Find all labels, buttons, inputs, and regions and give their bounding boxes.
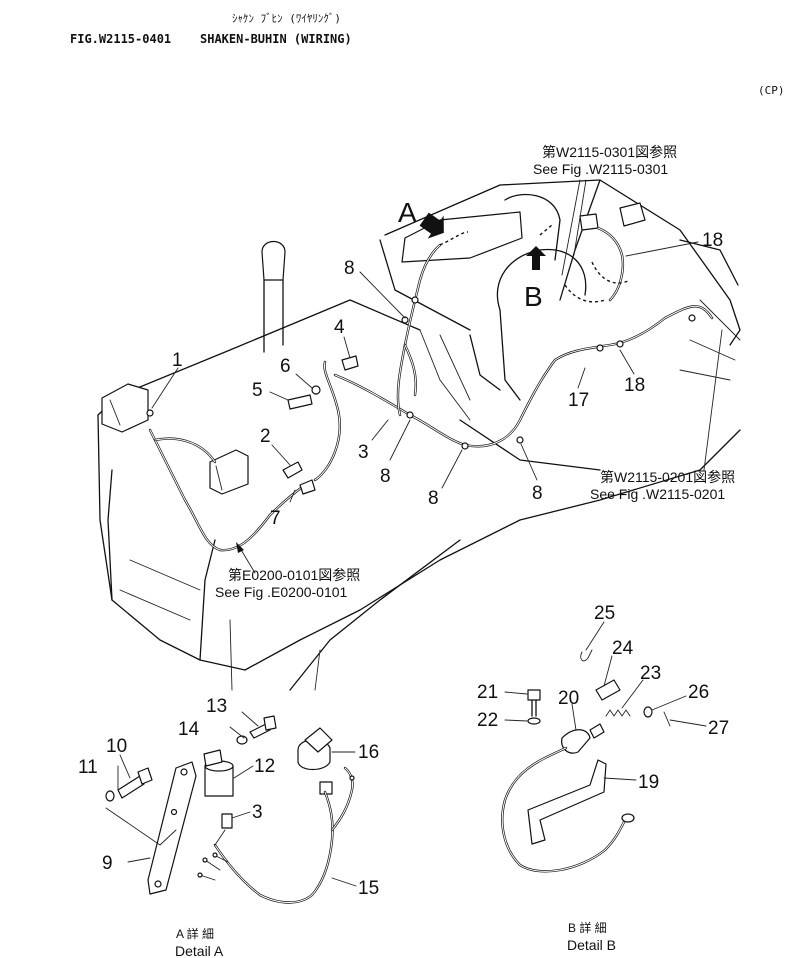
work-lamp-center — [209, 449, 249, 495]
callout-25: 25 — [594, 603, 615, 624]
callout-26: 26 — [688, 682, 709, 703]
detail-a-callouts: 11 10 9 14 13 12 3 16 15 — [78, 696, 379, 899]
exhaust-stack — [261, 240, 286, 353]
callout-10: 10 — [106, 736, 127, 757]
callout-24: 24 — [612, 638, 634, 659]
callout-2: 2 — [260, 426, 271, 447]
figure-title: SHAKEN-BUHIN (WIRING) — [200, 32, 352, 46]
ref-0201-leader — [703, 329, 723, 471]
callout-16: 16 — [358, 742, 379, 763]
ref-w2115-0301-en: See Fig .W2115-0301 — [533, 161, 668, 177]
detail-a-label-jp: A 詳 細 — [176, 926, 214, 941]
callout-1: 1 — [172, 350, 183, 371]
detail-b-label-jp: B 詳 細 — [568, 920, 607, 935]
header-katakana-title: ｼｬｹﾝ ﾌﾞﾋﾝ (ﾜｲﾔﾘﾝｸﾞ) — [232, 12, 341, 25]
callout-20: 20 — [558, 688, 579, 709]
callout-23: 23 — [640, 663, 661, 684]
detail-a-drawing — [105, 715, 355, 904]
callout-3-detail: 3 — [252, 802, 263, 823]
main-wiring-harness — [146, 224, 714, 552]
callout-15: 15 — [358, 878, 379, 899]
callout-27: 27 — [708, 718, 729, 739]
ref-e0200-0101-en: See Fig .E0200-0101 — [215, 584, 348, 600]
callout-5: 5 — [252, 380, 263, 401]
ref-0301-leader — [561, 179, 587, 276]
callout-8-right: 8 — [532, 483, 543, 504]
detail-b-callouts: 25 24 23 20 21 22 26 27 19 — [477, 603, 729, 793]
callout-14: 14 — [178, 719, 200, 740]
callout-17: 17 — [568, 390, 589, 411]
ref-w2115-0201-jp: 第W2115-0201図参照 — [600, 469, 735, 485]
view-arrows — [419, 212, 546, 270]
ref-0101-leader — [239, 547, 256, 574]
callout-18-lower: 18 — [624, 375, 645, 396]
ref-0101-arrowhead — [236, 542, 244, 553]
callout-9: 9 — [102, 853, 113, 874]
callout-7: 7 — [270, 508, 281, 529]
callout-8-upper: 8 — [344, 258, 355, 279]
callout-11: 11 — [78, 757, 98, 778]
callout-3-main: 3 — [358, 442, 369, 463]
callout-22: 22 — [477, 710, 498, 731]
detail-b-drawing — [501, 649, 671, 873]
callout-8-mid: 8 — [428, 488, 439, 509]
detail-a-label-en: Detail A — [175, 943, 224, 958]
callout-18-upper: 18 — [702, 230, 723, 251]
callout-12: 12 — [254, 756, 275, 777]
ref-e0200-0101-jp: 第E0200-0101図参照 — [228, 567, 360, 583]
work-lamp-left — [101, 383, 149, 433]
figure-code: FIG.W2115-0401 — [70, 32, 171, 46]
view-a-label: A — [398, 197, 417, 228]
machine-body-outline — [97, 179, 741, 691]
ref-w2115-0201-en: See Fig .W2115-0201 — [590, 486, 725, 502]
callout-6: 6 — [280, 356, 291, 377]
view-b-label: B — [524, 281, 543, 312]
corner-code: (CP) — [758, 84, 785, 97]
main-callouts: 1 2 7 5 6 4 3 8 8 8 8 17 18 18 — [151, 230, 723, 529]
callout-8-lower: 8 — [380, 466, 391, 487]
callout-21: 21 — [477, 682, 498, 703]
ref-w2115-0301-jp: 第W2115-0301図参照 — [542, 144, 677, 160]
callout-4: 4 — [334, 317, 345, 338]
callout-13: 13 — [206, 696, 227, 717]
detail-b-label-en: Detail B — [567, 937, 616, 953]
callout-19: 19 — [638, 772, 659, 793]
